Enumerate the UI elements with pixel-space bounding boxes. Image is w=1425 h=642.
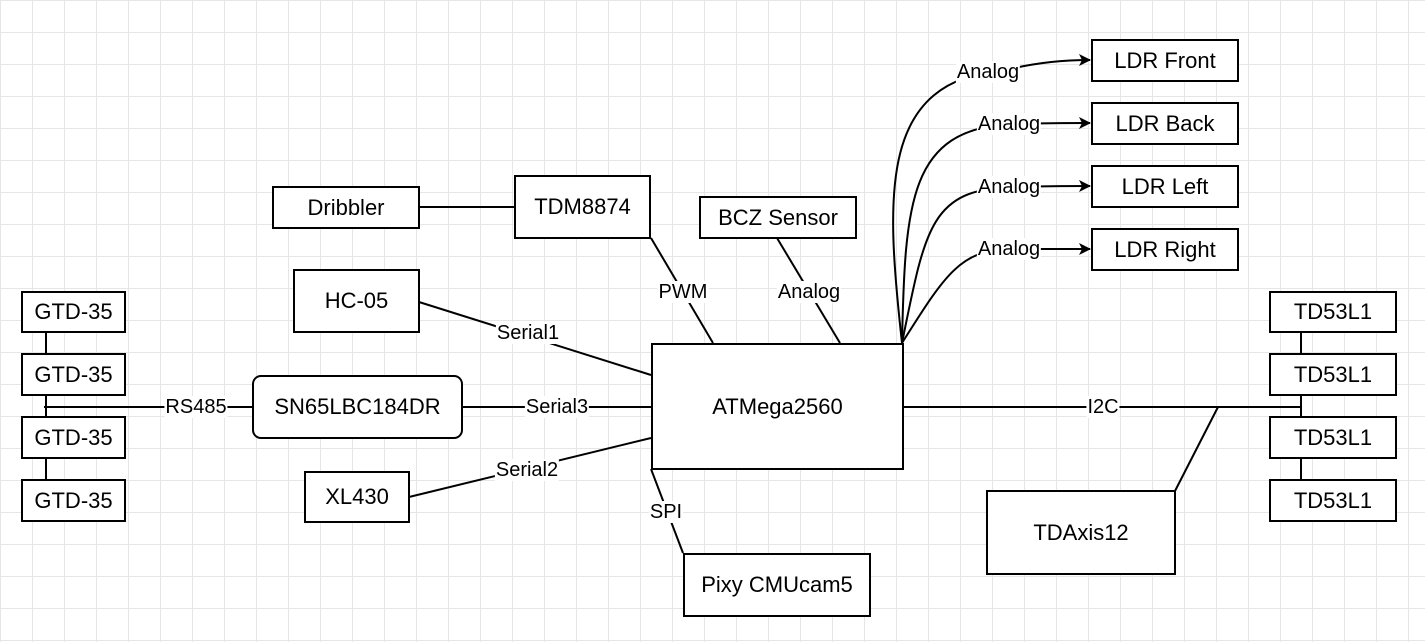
pwm-label: PWM <box>657 281 709 303</box>
bcz-sensor: BCZ Sensor <box>699 196 857 239</box>
gtd35-motor-1: GTD-35 <box>21 291 126 333</box>
gtd35-motor-2: GTD-35 <box>21 353 126 396</box>
hc05-module: HC-05 <box>293 269 420 333</box>
ldr-left-connector <box>901 180 1091 344</box>
gtd35-motor-3: GTD-35 <box>21 416 126 459</box>
dribbler-block: Dribbler <box>272 186 420 229</box>
atmega2560-mcu: ATMega2560 <box>651 343 904 470</box>
td53l1-sensor-1: TD53L1 <box>1269 291 1397 333</box>
rs485-label: RS485 <box>164 396 228 418</box>
ldr-left-analog-label: Analog <box>976 176 1042 198</box>
ldr-right-connector <box>901 243 1091 344</box>
i2c-label: I2C <box>1086 396 1120 418</box>
ldr-front-sensor: LDR Front <box>1091 39 1239 82</box>
pixy-cmucam5: Pixy CMUcam5 <box>683 553 871 617</box>
tdm8874-driver: TDM8874 <box>514 175 651 239</box>
ldr-back-sensor: LDR Back <box>1091 102 1239 145</box>
ldr-left-sensor: LDR Left <box>1091 165 1239 208</box>
tdaxis-connector <box>1174 406 1219 492</box>
serial1-label: Serial1 <box>495 322 561 344</box>
sn65lbc184dr-transceiver: SN65LBC184DR <box>252 375 463 439</box>
ldr-back-connector <box>901 117 1091 344</box>
ldr-front-analog-label: Analog <box>955 61 1021 83</box>
td53l1-sensor-4: TD53L1 <box>1269 479 1397 522</box>
xl430-servo: XL430 <box>304 471 410 523</box>
ldr-front-connector <box>892 54 1091 344</box>
td53l1-sensor-2: TD53L1 <box>1269 353 1397 396</box>
ldr-back-analog-label: Analog <box>976 113 1042 135</box>
td53l1-sensor-3: TD53L1 <box>1269 416 1397 459</box>
ldr-right-sensor: LDR Right <box>1091 228 1239 271</box>
gtd35-motor-4: GTD-35 <box>21 479 126 522</box>
bcz-analog-label: Analog <box>776 281 842 303</box>
serial3-label: Serial3 <box>524 396 590 418</box>
tdaxis12-imu: TDAxis12 <box>986 490 1176 575</box>
serial2-label: Serial2 <box>494 459 560 481</box>
spi-label: SPI <box>648 501 684 523</box>
ldr-right-analog-label: Analog <box>976 238 1042 260</box>
